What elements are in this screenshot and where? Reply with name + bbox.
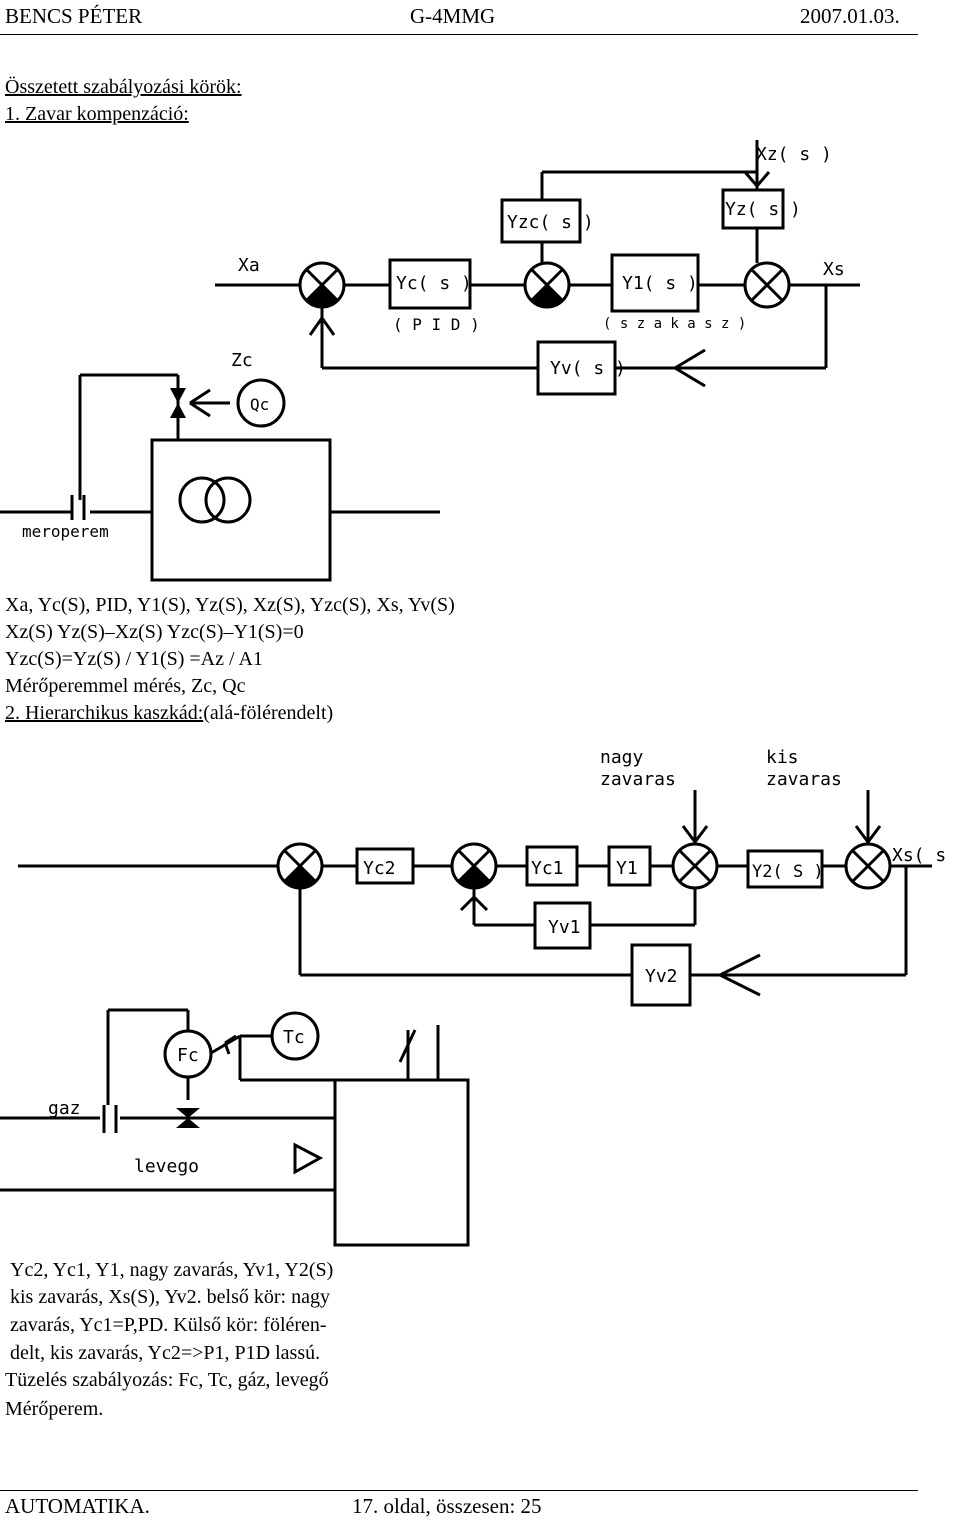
header-date: 2007.01.03. xyxy=(800,4,900,28)
block-yzc: Yzc( s ) xyxy=(507,212,594,233)
section1-line-4: Mérőperemmel mérés, Zc, Qc xyxy=(5,675,246,697)
cascade-control-diagram: nagy zavaras kis zavaras Yc2 Yc1 Y1 Y2( … xyxy=(0,747,960,1247)
label-fc: Fc xyxy=(177,1045,199,1066)
section2-line-4: delt, kis zavarás, Yc2=>P1, P1D lassú. xyxy=(10,1342,321,1364)
section1-line-2: Xz(S) Yz(S)–Xz(S) Yzc(S)–Y1(S)=0 xyxy=(5,621,304,643)
footer-left: AUTOMATIKA. xyxy=(5,1494,150,1518)
section2-title: 2. Hierarchikus kaszkád:(alá-fölérendelt… xyxy=(5,700,333,727)
label-qc: Qc xyxy=(250,395,269,414)
label-tc: Tc xyxy=(283,1027,305,1048)
disturbance-compensation-diagram: Xz( s ) Yzc( s ) Yz( s ) Xa Yc( s ) Y1( … xyxy=(0,140,860,582)
block-yc2: Yc2 xyxy=(363,858,396,879)
section2-line-6: Mérőperem. xyxy=(5,1398,104,1420)
label-zavaras-1: zavaras xyxy=(600,769,676,790)
section1-line-3: Yzc(S)=Yz(S) / Y1(S) =Az / A1 xyxy=(5,648,263,670)
label-levego: levego xyxy=(134,1156,199,1177)
label-xss: Xs( s ) xyxy=(892,845,960,866)
block-yv1: Yv1 xyxy=(548,917,581,938)
label-gaz: gaz xyxy=(48,1098,81,1119)
block-y1: Y1( s ) xyxy=(622,273,698,294)
section2-line-1: Yc2, Yc1, Y1, nagy zavarás, Yv1, Y2(S) xyxy=(10,1259,334,1281)
header-rule xyxy=(0,34,918,35)
label-pid: ( P I D ) xyxy=(393,315,480,334)
header-author: BENCS PÉTER xyxy=(5,4,143,28)
block-yc: Yc( s ) xyxy=(396,273,472,294)
label-szakasz: ( s z a k a s z ) xyxy=(603,316,746,332)
block-yc1: Yc1 xyxy=(531,858,564,879)
section1-subtitle: 1. Zavar kompenzáció: xyxy=(5,103,189,125)
label-meroperem: meroperem xyxy=(22,522,109,541)
label-xzs: Xz( s ) xyxy=(756,144,832,165)
block-y2s: Y2( S ) xyxy=(752,862,824,882)
footer-rule xyxy=(0,1490,918,1491)
section1-line-1: Xa, Yc(S), PID, Y1(S), Yz(S), Xz(S), Yzc… xyxy=(5,594,455,616)
section2-line-3: zavarás, Yc1=P,PD. Külső kör: föléren- xyxy=(10,1314,327,1336)
label-kis: kis xyxy=(766,747,799,768)
section2-line-5: Tüzelés szabályozás: Fc, Tc, gáz, levegő xyxy=(5,1369,329,1391)
label-zc: Zc xyxy=(231,350,253,371)
label-xs: Xs xyxy=(823,259,845,280)
section2-title-underlined: 2. Hierarchikus kaszkád: xyxy=(5,702,204,724)
block-y1: Y1 xyxy=(616,858,638,879)
block-yv2: Yv2 xyxy=(645,966,678,987)
label-xa: Xa xyxy=(238,255,260,276)
section2-title-rest: (alá-fölérendelt) xyxy=(203,702,334,724)
header-group: G-4MMG xyxy=(410,4,496,28)
label-nagy: nagy xyxy=(600,747,644,768)
block-yz: Yz( s ) xyxy=(725,199,801,220)
section2-line-2: kis zavarás, Xs(S), Yv2. belső kör: nagy xyxy=(10,1286,330,1308)
label-zavaras-2: zavaras xyxy=(766,769,842,790)
section1-title: Összetett szabályozási körök: xyxy=(5,76,242,98)
footer-page: 17. oldal, összesen: 25 xyxy=(352,1494,542,1518)
block-yv: Yv( s ) xyxy=(550,358,626,379)
